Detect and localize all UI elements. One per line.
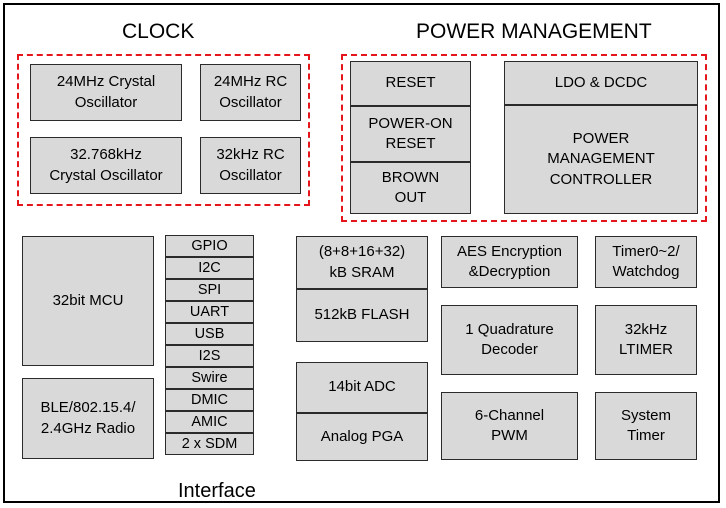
interface-stack: GPIO I2C SPI UART USB I2S Swire DMIC AMI… [165, 235, 254, 455]
power-title: POWER MANAGEMENT [416, 20, 652, 43]
power-management-controller: POWER MANAGEMENT CONTROLLER [504, 105, 698, 214]
clock-group-border [17, 54, 310, 206]
crystal-32khz-oscillator: 32.768kHz Crystal Oscillator [30, 137, 182, 194]
interface-dmic: DMIC [165, 389, 254, 411]
interface-amic: AMIC [165, 411, 254, 433]
interface-uart: UART [165, 301, 254, 323]
brown-out-block: BROWN OUT [350, 162, 471, 214]
pwm-block: 6-Channel PWM [441, 392, 578, 460]
system-timer-block: System Timer [595, 392, 697, 460]
radio-block: BLE/802.15.4/ 2.4GHz Radio [22, 378, 154, 459]
crystal-24mhz-oscillator: 24MHz Crystal Oscillator [30, 64, 182, 121]
interface-i2c: I2C [165, 257, 254, 279]
reset-block: RESET [350, 61, 471, 106]
ltimer-block: 32kHz LTIMER [595, 305, 697, 375]
quadrature-decoder-block: 1 Quadrature Decoder [441, 305, 578, 375]
interface-sdm: 2 x SDM [165, 433, 254, 455]
rc-24mhz-oscillator: 24MHz RC Oscillator [200, 64, 301, 121]
adc-block: 14bit ADC [296, 362, 428, 413]
clock-title: CLOCK [122, 20, 195, 43]
sram-block: (8+8+16+32) kB SRAM [296, 236, 428, 289]
interface-i2s: I2S [165, 345, 254, 367]
interface-label: Interface [178, 480, 256, 502]
interface-gpio: GPIO [165, 235, 254, 257]
mcu-block: 32bit MCU [22, 236, 154, 366]
aes-block: AES Encryption &Decryption [441, 236, 578, 288]
rc-32khz-oscillator: 32kHz RC Oscillator [200, 137, 301, 194]
timer-watchdog-block: Timer0~2/ Watchdog [595, 236, 697, 288]
power-group-border [341, 54, 707, 222]
flash-block: 512kB FLASH [296, 289, 428, 342]
ldo-dcdc-block: LDO & DCDC [504, 61, 698, 105]
interface-spi: SPI [165, 279, 254, 301]
power-on-reset-block: POWER-ON RESET [350, 106, 471, 162]
interface-swire: Swire [165, 367, 254, 389]
interface-usb: USB [165, 323, 254, 345]
pga-block: Analog PGA [296, 413, 428, 461]
